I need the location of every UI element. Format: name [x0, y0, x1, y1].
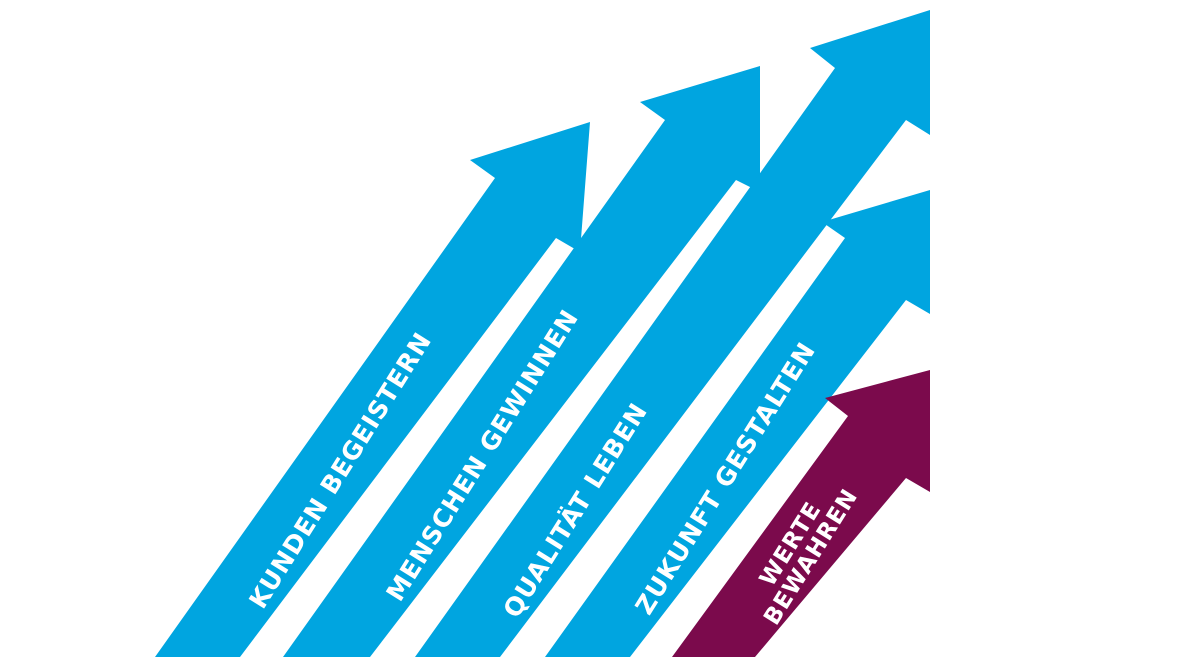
arrow-zukunft-gestalten-shape: [545, 190, 930, 657]
arrow-menschen-gewinnen-shape: [283, 66, 760, 657]
arrow-qualitaet-leben-shape: [415, 10, 930, 657]
arrow-werte-bewahren-shape: [672, 370, 930, 657]
arrow-kunden-begeistern-shape: [155, 122, 590, 657]
